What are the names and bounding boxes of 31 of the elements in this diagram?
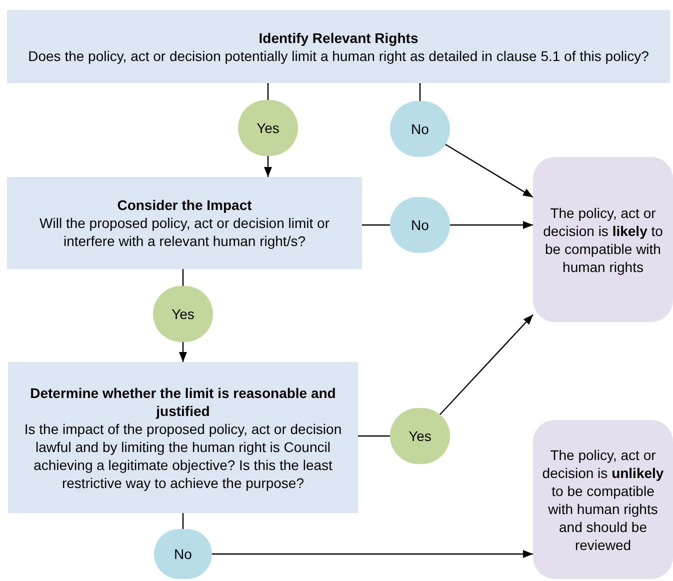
process-box (7, 10, 670, 83)
arrow (444, 144, 534, 198)
arrow (212, 550, 533, 558)
connector-line (362, 224, 390, 226)
connector-line (182, 269, 184, 286)
process-box (8, 362, 358, 513)
connector-line (182, 513, 184, 529)
box-heading: Determine whether the limit is reasonable and justified (29, 384, 337, 420)
box-text: Yes (256, 119, 280, 137)
outcome-box (533, 157, 673, 322)
arrow (439, 314, 534, 416)
connector-line (267, 83, 269, 100)
connector-line (419, 83, 421, 101)
box-text: Does the policy, act or decision potentially limit a human right as detailed in clause 5.1 of this policy? (28, 46, 649, 64)
arrow (179, 342, 187, 362)
arrow (450, 221, 533, 229)
box-heading: Consider the Impact (117, 196, 252, 214)
arrow (264, 156, 272, 177)
box-text: Will the proposed policy, act or decision limit or interfere with a relevant human right/s? (38, 214, 330, 250)
connector-line (358, 435, 390, 437)
box-text: Yes (172, 305, 194, 323)
process-box (7, 177, 362, 269)
box-text: Yes (408, 427, 432, 445)
box-heading: Identify Relevant Rights (258, 28, 418, 46)
box-text: No (411, 120, 429, 138)
box-text: No (174, 545, 192, 563)
box-text: The policy, act or decision is unlikely to be compatible with human rights and should be reviewed (541, 446, 665, 554)
box-text: Is the impact of the proposed policy, act or decision lawful and by limiting the human right is Council achieving a legitimate objective? Is this the least restrictive way to achieve the purpose? (23, 420, 343, 492)
box-text: No (411, 216, 429, 234)
box-text: The policy, act or decision is likely to be compatible with human rights (542, 204, 664, 276)
outcome-box (533, 420, 673, 579)
